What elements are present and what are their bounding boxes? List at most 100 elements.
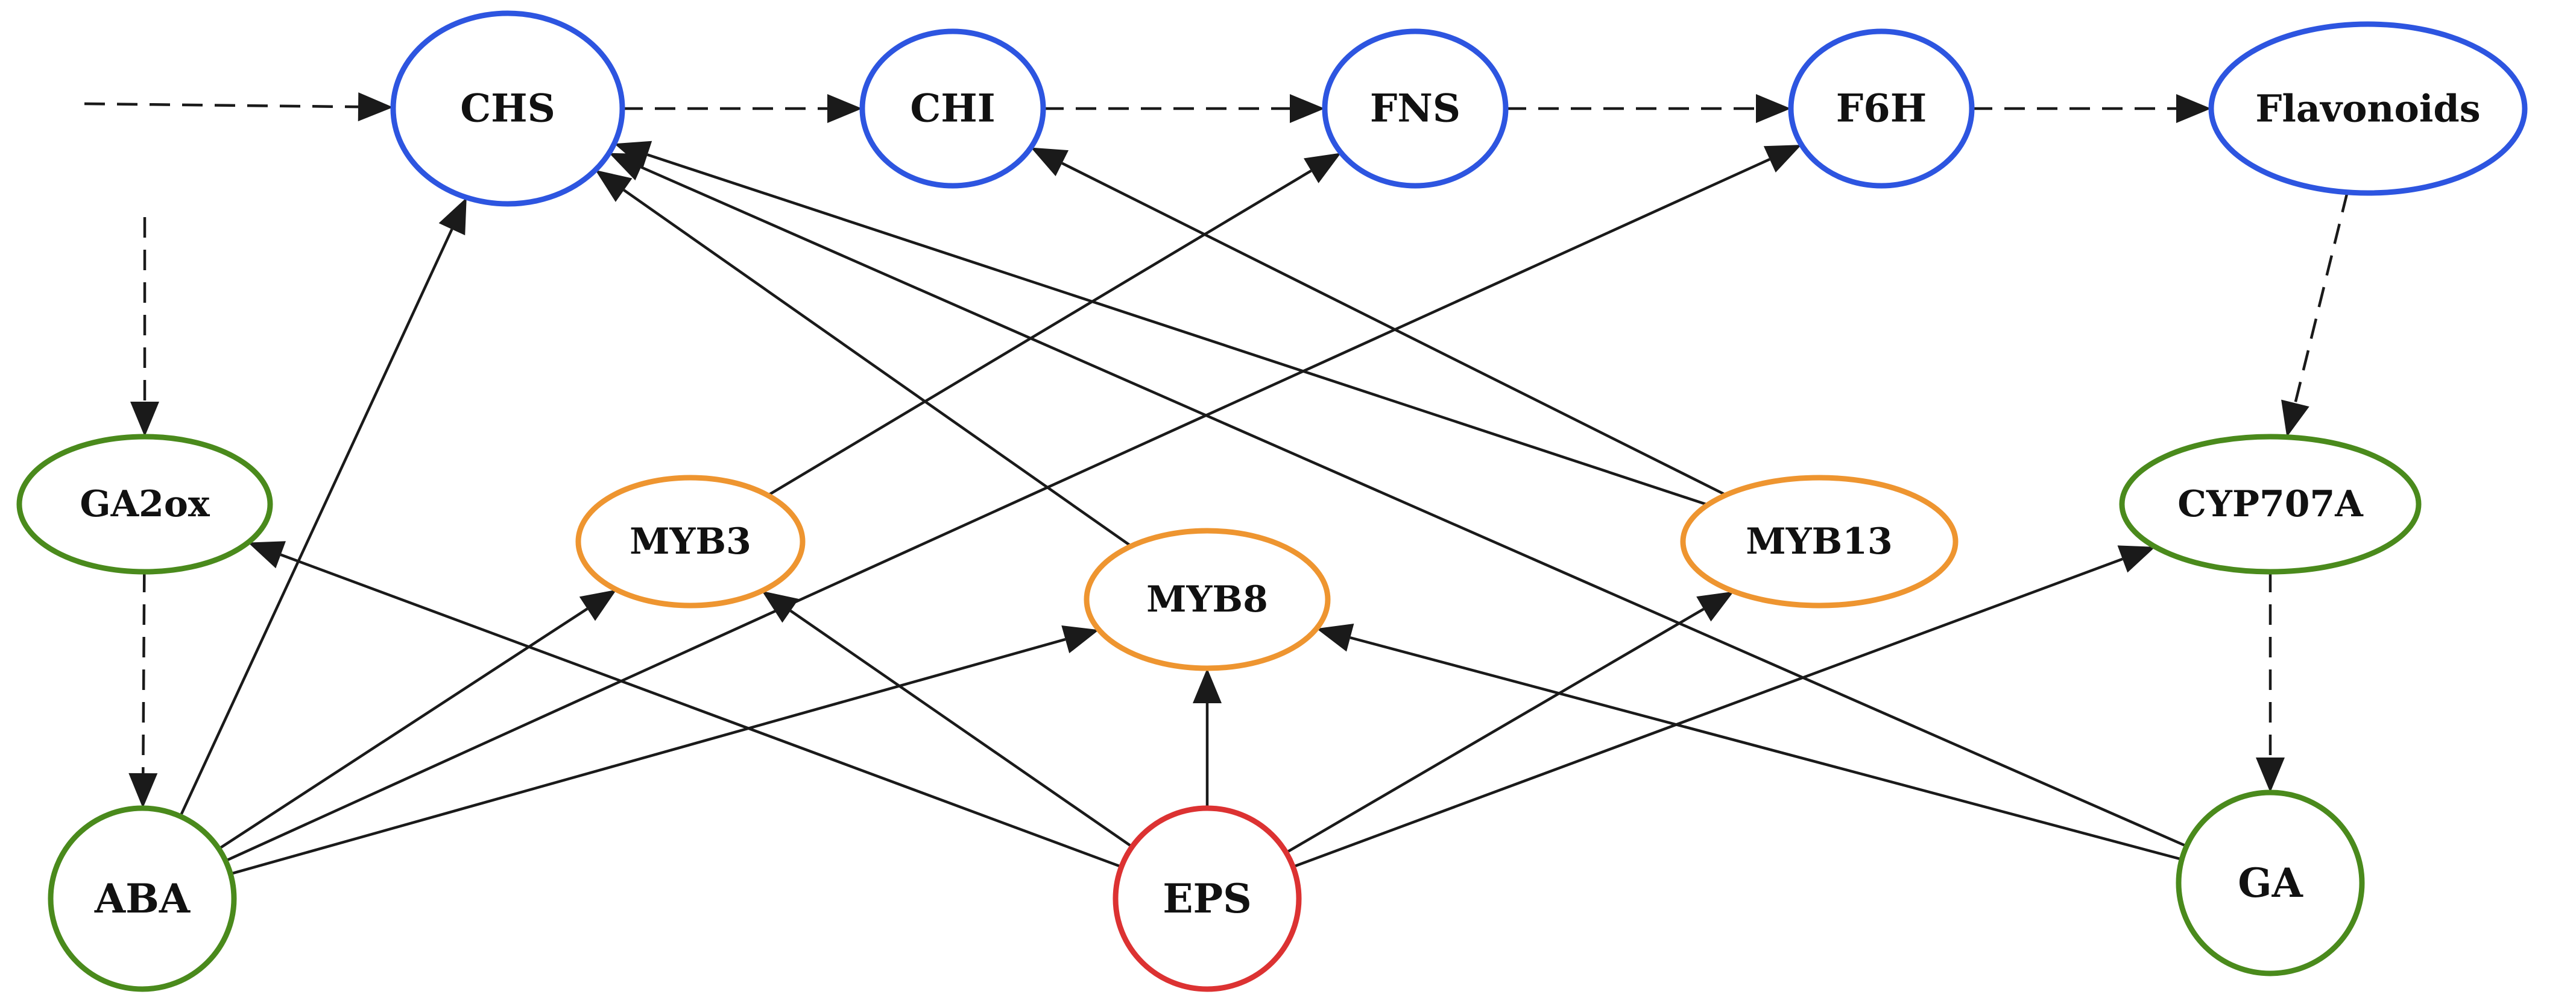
edge-eps-to-myb13 [1285,591,1734,854]
arrowhead [1756,94,1791,123]
arrowhead [579,589,617,621]
edge-aba-to-myb8 [230,625,1099,876]
edge-aba-to-f6h [225,145,1802,862]
node-aba: ABA [48,805,237,992]
edge-line [142,571,146,774]
arrowhead [2281,399,2309,437]
edge-line [84,102,359,109]
node-eps: EPS [1113,805,1302,992]
edge-line [646,153,1708,507]
edge-myb8-to-chs [595,169,1132,548]
edge-line [1292,557,2123,868]
node-label: MYB13 [1746,520,1892,563]
edge-myb13-to-chi [1031,147,1727,496]
edge-cyp707a-to-ga [2256,572,2285,792]
arrowhead [1193,668,1222,703]
node-ellipse [1680,475,1959,609]
node-label: CYP707A [2177,483,2364,525]
arrowhead [2256,758,2285,792]
edge-f6h-to-flav [1972,94,2211,123]
node-label: CHI [910,86,995,131]
edge-ga-to-chs [609,153,2188,848]
node-label: FNS [1370,86,1460,131]
arrowhead [438,197,467,236]
node-ellipse [575,475,806,609]
edge-line [623,189,1132,548]
edge-line [280,553,1122,868]
edge-line [640,166,2188,848]
arrowhead [1763,145,1802,172]
node-myb3: MYB3 [575,475,806,609]
node-ellipse [1322,28,1509,189]
arrowhead [1696,591,1734,622]
edge-fns-to-f6h [1506,94,1791,123]
node-myb8: MYB8 [1084,528,1331,671]
edge-ga-to-myb8 [1316,624,2182,861]
node-label: GA2ox [80,483,210,525]
edge-line [225,158,1770,862]
arrowhead [1290,94,1325,123]
node-ellipse [2119,434,2422,575]
edge-chs-to-chi [622,94,862,123]
arrowhead [827,94,862,123]
edge-line [2294,192,2349,403]
node-ellipse [48,805,237,992]
node-ga2ox: GA2ox [16,434,273,575]
edge-eps-to-myb3 [762,590,1133,848]
edge-aba-to-chs [179,197,467,817]
edge-line [1350,636,2182,861]
node-ellipse [390,10,625,207]
node-label: GA [2238,859,2303,906]
node-label: F6H [1836,86,1927,131]
arrowhead [595,169,633,202]
edge-ga2ox-to-aba [128,571,158,809]
edge-myb13-to-chs [614,141,1708,507]
edge-myb3-to-fns [767,153,1342,497]
edge-eps-to-ga2ox [248,541,1122,868]
node-f6h: F6H [1788,28,1975,189]
arrowhead [2117,545,2156,573]
node-ellipse [2176,789,2365,976]
node-flav: Flavonoids [2208,21,2528,196]
arrowhead [248,541,286,569]
node-label: ABA [94,875,191,922]
node-label: Flavonoids [2255,87,2480,131]
node-label: MYB8 [1146,578,1268,621]
edge-line [230,637,1066,876]
node-ellipse [859,28,1046,189]
edge-line [218,607,589,850]
arrowhead [358,92,394,122]
edge-eps-to-myb8 [1193,668,1222,808]
node-label: CHS [460,86,555,131]
node-ellipse [1788,28,1975,189]
arrowhead [609,153,647,181]
node-myb13: MYB13 [1680,475,1959,609]
node-ellipse [1113,805,1302,992]
edge-line [1061,162,1727,496]
node-ellipse [2208,21,2528,196]
arrowhead [128,773,158,809]
arrowhead [1061,625,1099,654]
node-fns: FNS [1322,28,1509,189]
edge-aba-to-myb3 [218,589,617,850]
edge-flav-to-cyp707a [2281,192,2349,437]
node-chi: CHI [859,28,1046,189]
node-label: MYB3 [630,520,751,563]
edge-start-to-chs [84,92,394,122]
edge-chi-to-fns [1043,94,1325,123]
arrowhead [1316,624,1354,652]
edge-line [1285,607,1705,854]
edge-start2-to-ga2ox [130,217,159,437]
node-chs: CHS [390,10,625,207]
node-ellipse [1084,528,1331,671]
edge-line [179,229,453,817]
arrowhead [2176,94,2211,123]
node-cyp707a: CYP707A [2119,434,2422,575]
arrowhead [130,402,159,437]
node-ga: GA [2176,789,2365,976]
arrowhead [1031,147,1069,177]
edge-line [789,609,1133,848]
node-ellipse [16,434,273,575]
arrowhead [1304,153,1342,183]
